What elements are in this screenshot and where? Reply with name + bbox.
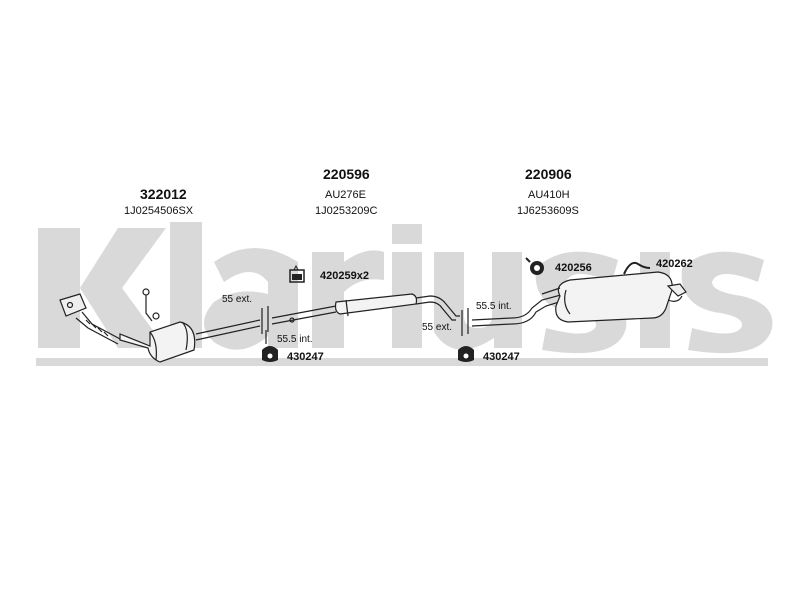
middle-pipe (271, 305, 337, 319)
front-pipe (195, 319, 261, 335)
catalytic-converter (119, 288, 196, 363)
section-3-code-2: 1J6253609S (517, 205, 579, 217)
fitting-label-420259x2: 420259x2 (320, 270, 369, 282)
section-1-code: 1J0254506SX (124, 205, 194, 217)
joint-2-ext: 55 ext. (422, 322, 453, 333)
manifold-flange (59, 293, 123, 345)
fitting-label-420256: 420256 (555, 262, 592, 274)
section-3-part-number: 220906 (525, 166, 572, 182)
section-2-code-1: AU276E (325, 189, 366, 201)
joint-1-int: 55.5 int. (277, 334, 313, 345)
hanger-bracket-icon (623, 261, 651, 275)
rear-pipe (471, 291, 573, 321)
fitting-label-420262: 420262 (656, 258, 693, 270)
joint-1-ext: 55 ext. (222, 294, 253, 305)
joint-1 (261, 306, 269, 344)
rear-connecting-pipe (415, 295, 460, 317)
joint-2-int: 55.5 int. (476, 301, 512, 312)
section-1-part-number: 322012 (140, 186, 187, 202)
rear-silencer (541, 271, 687, 323)
fitting-label-430247-a: 430247 (287, 351, 324, 363)
rubber-mount-icon-2 (458, 346, 474, 362)
fitting-label-430247-b: 430247 (483, 351, 520, 363)
section-2-code-2: 1J0253209C (315, 205, 378, 217)
section-2-part-number: 220596 (323, 166, 370, 182)
rubber-ring-icon (525, 257, 544, 275)
joint-2 (461, 308, 469, 336)
rubber-mount-icon (262, 346, 278, 362)
clamp-icon (289, 264, 305, 283)
section-3-code-1: AU410H (528, 189, 570, 201)
